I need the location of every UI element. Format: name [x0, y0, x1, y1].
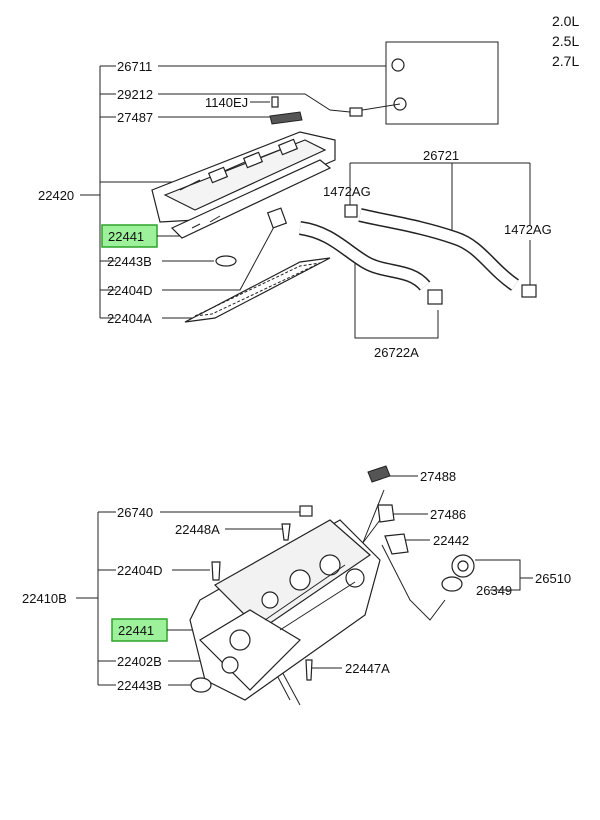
leader-line — [359, 489, 385, 551]
engine-label: 2.0L — [552, 13, 579, 29]
bottom-group: 22410B 26740 22448A 22404D 22441 22402B … — [22, 465, 571, 706]
bolt-icon — [305, 659, 313, 681]
part-callout[interactable]: 22402B — [117, 654, 162, 669]
part-callout[interactable]: 26711 — [117, 59, 152, 74]
gasket-22404A — [184, 257, 331, 323]
clamp-icon — [391, 58, 405, 72]
clamp-icon — [344, 204, 358, 218]
oil-cap-center — [457, 560, 469, 572]
hose-detail-box — [385, 41, 499, 125]
hose-26711-inner — [399, 52, 490, 108]
part-callout[interactable]: 27486 — [430, 507, 466, 522]
leader-line — [158, 93, 351, 113]
part-callout[interactable]: 22443B — [107, 254, 152, 269]
part-callout[interactable]: 27487 — [117, 110, 153, 125]
bolt-icon — [271, 96, 279, 108]
part-callout[interactable]: 26722A — [374, 345, 419, 360]
part-callout-highlighted[interactable]: 22441 — [118, 623, 154, 638]
part-callout[interactable]: 22442 — [433, 533, 469, 548]
part-callout[interactable]: 26510 — [535, 571, 571, 586]
hose-26722A-inner — [299, 222, 430, 290]
leader-line — [354, 260, 439, 339]
engine-label: 2.7L — [552, 53, 579, 69]
grommet-strip-icon — [269, 111, 303, 125]
oring-icon — [190, 677, 212, 693]
part-callout[interactable]: 1140EJ — [205, 95, 248, 110]
hose-26721-inner — [358, 209, 519, 290]
plug-icon — [299, 505, 313, 517]
stud-icon — [211, 561, 221, 581]
part-callout[interactable]: 1472AG — [323, 184, 371, 199]
bracket-label: 22410B — [22, 591, 67, 606]
bracket-label: 22420 — [38, 188, 74, 203]
pcv-valve-icon — [367, 465, 391, 483]
clamp-icon — [521, 284, 537, 298]
leader-line — [162, 224, 276, 291]
part-callout[interactable]: 29212 — [117, 87, 153, 102]
gasket-inner — [194, 262, 321, 317]
engine-label: 2.5L — [552, 33, 579, 49]
part-callout[interactable]: 1472AG — [504, 222, 552, 237]
part-callout[interactable]: 22404D — [117, 563, 163, 578]
part-callout[interactable]: 22447A — [345, 661, 390, 676]
part-callout[interactable]: 27488 — [420, 469, 456, 484]
oring-icon — [215, 255, 237, 267]
valve-cover-bottom — [189, 519, 381, 701]
bracket-icon — [384, 533, 409, 555]
part-callout[interactable]: 26721 — [423, 148, 459, 163]
part-callout[interactable]: 22448A — [175, 522, 220, 537]
part-callout[interactable]: 26740 — [117, 505, 153, 520]
part-callout[interactable]: 22404A — [107, 311, 152, 326]
bolt-icon — [281, 523, 291, 541]
seal-icon — [266, 207, 288, 229]
part-callout[interactable]: 22443B — [117, 678, 162, 693]
connector-icon — [349, 107, 363, 117]
elbow-icon — [377, 504, 395, 523]
clamp-icon — [427, 289, 443, 305]
part-callout[interactable]: 22404D — [107, 283, 153, 298]
valve-cover-top — [151, 131, 336, 239]
part-callout-highlighted[interactable]: 22441 — [108, 229, 144, 244]
engine-labels: 2.0L 2.5L 2.7L — [552, 13, 579, 69]
leader-line — [475, 559, 533, 591]
oring-icon — [441, 576, 463, 592]
top-group: 22420 26711 29212 1140EJ 27487 22441 224… — [38, 41, 552, 360]
